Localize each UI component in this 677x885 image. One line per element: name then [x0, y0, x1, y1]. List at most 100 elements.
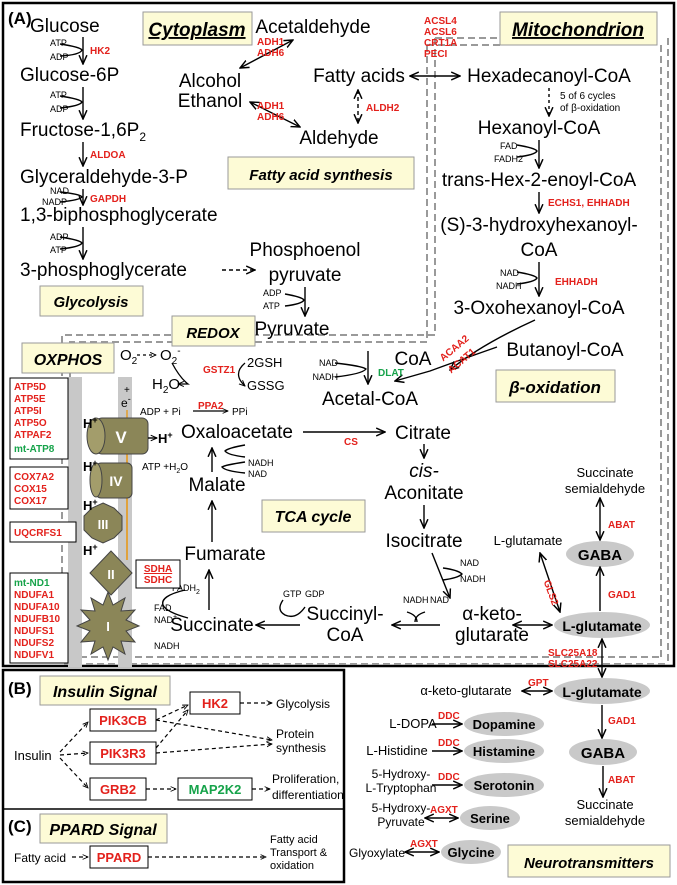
enzyme-slc25a18: SLC25A18 [548, 648, 598, 659]
aldehyde: Aldehyde [299, 128, 378, 149]
h-plus-1: H+ [83, 415, 98, 431]
enzyme-adh1-b: ADH1 [257, 101, 285, 112]
mitochondrion-border [61, 37, 669, 665]
enzyme-uqcrfs1: UQCRFS1 [14, 528, 62, 539]
oxohexanoyl-coa: 3-Oxohexanoyl-CoA [453, 298, 624, 319]
enzyme-ndufs1: NDUFS1 [14, 626, 54, 637]
complex-ii-label: II [107, 567, 114, 582]
enzyme-gpt: GPT [528, 678, 549, 689]
ethanol: Ethanol [178, 91, 242, 112]
h2o: H2O [152, 376, 180, 396]
fumarate: Fumarate [184, 544, 265, 565]
pik3cb: PIK3CB [99, 713, 147, 728]
oxaloacetate: Oxaloacetate [181, 422, 293, 443]
enzyme-sdhc: SDHC [144, 575, 172, 586]
tca-label-box [261, 499, 366, 533]
complex-iii-label: III [98, 517, 109, 532]
svg-text:Glyoxylate: Glyoxylate [349, 846, 405, 860]
ppi: PPi [232, 407, 248, 418]
svg-text:L-DOPA: L-DOPA [389, 716, 437, 731]
gaba-ellipse-1 [566, 541, 634, 567]
svg-text:5-Hydroxy-: 5-Hydroxy- [372, 801, 431, 815]
panel-b-insulin: (B) Insulin Signal Insulin PIK3CB PIK3R3… [8, 675, 344, 802]
enzyme-dlat: DLAT [378, 368, 404, 379]
succinate: Succinate [170, 615, 253, 636]
map2k2: MAP2K2 [189, 782, 242, 797]
glycolysis-pathway: Glucose Glucose-6P Fructose-1,6P2 Glycer… [20, 16, 360, 340]
enzyme-gad1-2: GAD1 [608, 716, 636, 727]
glycine: Glycine [448, 845, 495, 860]
pik3r3: PIK3R3 [100, 746, 146, 761]
svg-text:L-Tryptophan: L-Tryptophan [366, 781, 437, 795]
box-complex-iv [9, 466, 69, 510]
svg-text:NADP: NADP [42, 197, 67, 207]
aconitate: Aconitate [384, 483, 463, 504]
h-plus-5: H+ [158, 430, 173, 446]
enzyme-ndufa10: NDUFA10 [14, 602, 60, 613]
akg-neuro: α-keto-glutarate [420, 683, 511, 698]
trans-hex-enoyl-coa: trans-Hex-2-enoyl-CoA [442, 170, 637, 191]
svg-text:5 of 6 cycles: 5 of 6 cycles [560, 91, 616, 102]
redox-reactions: O2 O2- H2O 2GSH GSSG GSTZ1 [120, 346, 285, 396]
svg-text:Transport &: Transport & [270, 847, 328, 859]
phosphoenol: Phosphoenol [250, 240, 361, 261]
gaba-1: GABA [578, 547, 622, 564]
fatty-acid-synthesis-label: Fatty acid synthesis [249, 167, 392, 184]
glycolysis-out: Glycolysis [276, 697, 330, 711]
enzyme-peci: PECI [424, 49, 448, 60]
mitochondrion-label-box [499, 11, 658, 46]
svg-text:GDP: GDP [305, 589, 325, 599]
h-plus-4: H+ [83, 542, 98, 558]
serine: Serine [470, 811, 510, 826]
svg-text:ADP: ADP [50, 52, 69, 62]
enzyme-cox7a2: COX7A2 [14, 472, 54, 483]
redox-label-box [171, 315, 256, 347]
l-glutamate-2: L-glutamate [562, 684, 642, 700]
gaba-2: GABA [581, 745, 625, 762]
box-complex-ii [135, 559, 181, 589]
complex-v-label: V [115, 428, 127, 447]
enzyme-acsl4: ACSL4 [424, 16, 457, 27]
panel-a-frame [1, 1, 676, 668]
svg-text:NAD: NAD [500, 268, 520, 278]
enzyme-ddc-3: DDC [438, 772, 460, 783]
histamine: Histamine [473, 744, 535, 759]
svg-text:synthesis: synthesis [276, 741, 326, 755]
grb2: GRB2 [100, 782, 136, 797]
alcohol: Alcohol [179, 71, 241, 92]
glycolysis-label-box [39, 285, 144, 317]
enzyme-slc25a22: SLC25A22 [548, 659, 598, 670]
nad-plus: NAD+ [154, 614, 177, 625]
enzyme-adh6-b: ADH6 [257, 112, 285, 123]
svg-text:ATP: ATP [50, 245, 67, 255]
svg-text:differentiation: differentiation [272, 788, 344, 802]
glucose: Glucose [30, 16, 100, 37]
akg-tca-1: α-keto- [462, 604, 522, 625]
svg-text:FADH2: FADH2 [494, 154, 523, 164]
neurotransmitters-label: Neurotransmitters [524, 855, 654, 872]
h-plus-2: H+ [83, 458, 98, 474]
svg-text:GTP: GTP [283, 589, 302, 599]
panel-b-letter: (B) [8, 679, 32, 698]
dopamine: Dopamine [473, 717, 536, 732]
enzyme-gapdh: GAPDH [90, 194, 126, 205]
panel-bc-frame [1, 668, 346, 884]
svg-text:Proliferation,: Proliferation, [272, 772, 339, 786]
box-complex-iii [9, 521, 77, 543]
enzyme-echs1-ehhadh: ECHS1, EHHADH [548, 198, 630, 209]
neuro-label-box [507, 844, 671, 878]
svg-text:semialdehyde: semialdehyde [565, 813, 645, 828]
svg-text:Fatty acid: Fatty acid [270, 834, 318, 846]
hydroxyhexanoyl-coa: CoA [521, 240, 558, 261]
svg-text:semialdehyde: semialdehyde [565, 481, 645, 496]
svg-text:NAD: NAD [50, 186, 70, 196]
svg-text:ATP: ATP [263, 301, 280, 311]
acetal-coa: Acetal-CoA [322, 389, 418, 410]
glutamate-ellipse-2 [554, 678, 650, 704]
enzyme-abat-2: ABAT [608, 775, 635, 786]
insulin: Insulin [14, 748, 52, 763]
hk2-b: HK2 [202, 696, 228, 711]
phosphoglycerate: 3-phosphoglycerate [20, 260, 187, 281]
enzyme-cs: CS [344, 437, 358, 448]
enzyme-atp5o: ATP5O [14, 418, 47, 429]
